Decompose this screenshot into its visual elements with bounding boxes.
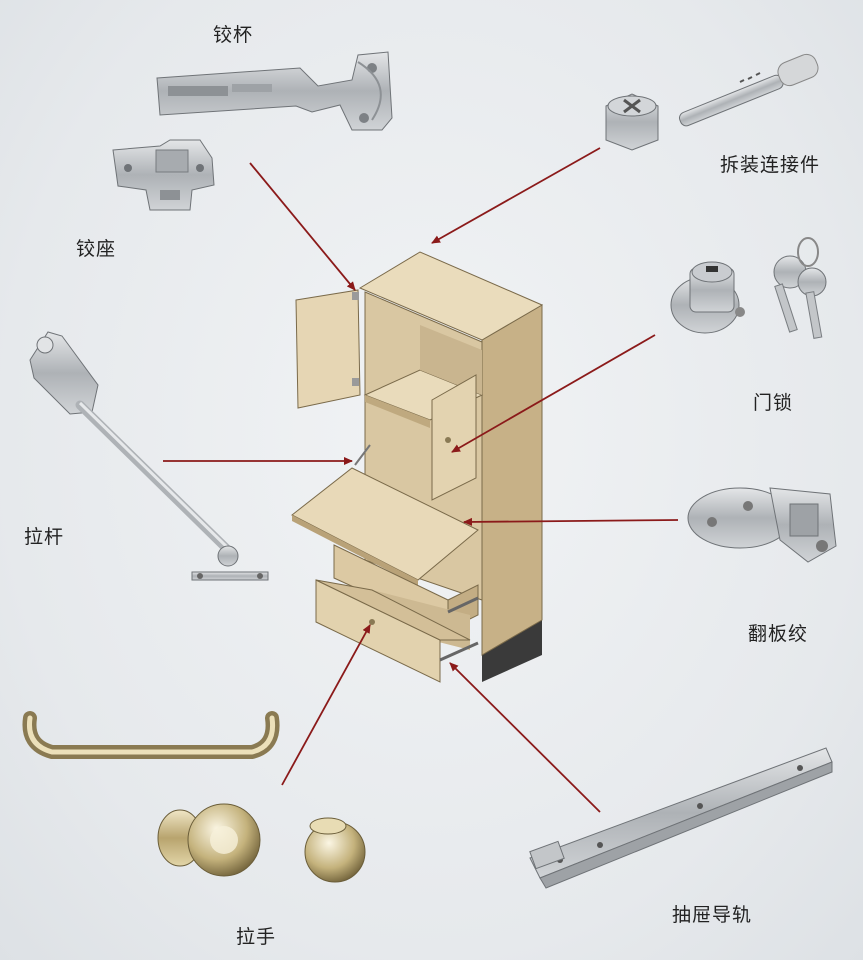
door-lock-image (670, 237, 827, 339)
handle-bar-image (22, 711, 280, 759)
arrow-connector (431, 147, 601, 244)
label-handle: 拉手 (236, 926, 277, 948)
arrow-flap-hinge (463, 517, 679, 526)
stay-rod-image (29, 331, 269, 581)
hinge-marker-top (352, 292, 359, 300)
label-knockdown-connector: 拆装连接件 (720, 154, 821, 176)
hinge-cup-image (156, 51, 393, 131)
label-stay-rod: 拉杆 (24, 526, 65, 548)
cabinet-plinth (482, 615, 542, 682)
cabinet-right-door (431, 374, 477, 501)
cabinet (291, 251, 544, 683)
hinge-marker-bottom (352, 378, 359, 386)
label-hinge-base: 铰座 (76, 238, 117, 260)
cabinet-flap (291, 467, 479, 581)
arrow-drawer-slide (449, 662, 601, 813)
label-flap-hinge: 翻板绞 (748, 623, 809, 645)
drawer-slide-image (529, 747, 833, 889)
label-drawer-slide: 抽屉导轨 (672, 904, 753, 926)
arrow-hinge (249, 162, 356, 291)
hinge-base-image (112, 139, 215, 211)
handle-small-knob-image (304, 817, 366, 883)
cabinet-top (358, 251, 544, 341)
label-hinge-cup: 铰杯 (213, 24, 254, 46)
label-door-lock: 门锁 (753, 392, 794, 414)
handle-knob-image (157, 803, 261, 877)
flap-hinge-image (687, 487, 837, 563)
knockdown-connector-image (605, 53, 819, 151)
arrow-handle (281, 624, 371, 786)
cabinet-side-panel (481, 304, 543, 656)
cabinet-left-door (295, 289, 361, 409)
callout-arrows (163, 147, 679, 813)
arrow-door-lock (451, 334, 656, 453)
